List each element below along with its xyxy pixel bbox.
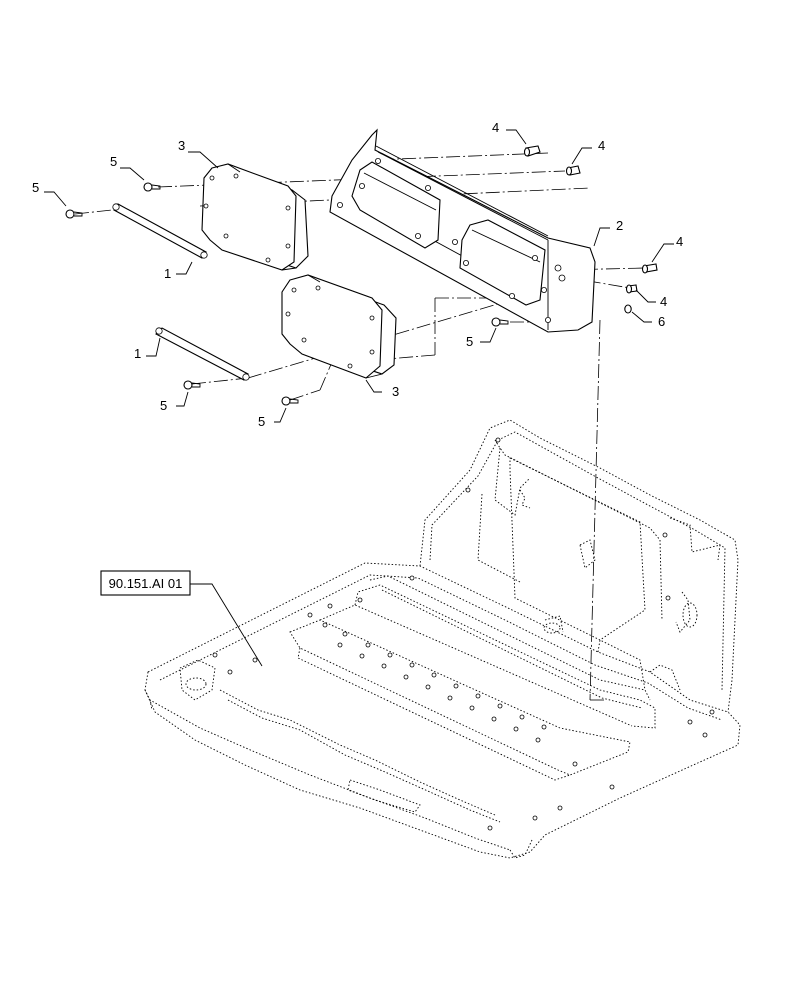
callout-1-upper: 1 — [164, 266, 171, 281]
callout-5-bracket: 5 — [466, 334, 473, 349]
part-4-bolt-c — [641, 263, 658, 274]
part-5-screw-e — [281, 396, 299, 406]
callout-labels: 3 5 5 1 1 5 5 3 5 4 4 2 4 4 6 — [32, 120, 683, 429]
part-1-rod-lower — [155, 327, 250, 381]
callout-4-right-lower: 4 — [660, 294, 667, 309]
assembly-centerlines — [74, 152, 646, 701]
callout-5-upper-outer: 5 — [32, 180, 39, 195]
part-5-screw-c — [491, 317, 509, 327]
callout-3-upper: 3 — [178, 138, 185, 153]
callout-4-top-right: 4 — [598, 138, 605, 153]
callout-3-lower: 3 — [392, 384, 399, 399]
part-5-screw-d — [183, 380, 201, 390]
callout-6: 6 — [658, 314, 665, 329]
callout-4-right-upper: 4 — [676, 234, 683, 249]
callout-4-top-left: 4 — [492, 120, 499, 135]
callout-2: 2 — [616, 218, 623, 233]
callout-5-lower-left: 5 — [160, 398, 167, 413]
callout-5-upper-inner: 5 — [110, 154, 117, 169]
part-5-screw-b — [65, 209, 83, 219]
part-3-lamp-upper — [201, 163, 309, 271]
part-6-washer — [624, 304, 632, 314]
reference-label-text: 90.151.AI 01 — [109, 576, 183, 591]
cab-floor-assembly — [144, 419, 741, 859]
reference-label: 90.151.AI 01 — [100, 570, 191, 596]
part-2-mounting-bracket — [329, 128, 596, 333]
callout-leaders — [44, 129, 674, 667]
part-5-screw-a — [143, 182, 161, 192]
callout-5-lower-mid: 5 — [258, 414, 265, 429]
callout-1-lower: 1 — [134, 346, 141, 361]
part-4-bolt-d — [625, 284, 638, 294]
part-4-bolt-a — [523, 145, 541, 157]
part-4-bolt-b — [565, 165, 581, 176]
part-1-rod-upper — [112, 203, 208, 259]
part-3-lamp-lower — [281, 274, 397, 379]
